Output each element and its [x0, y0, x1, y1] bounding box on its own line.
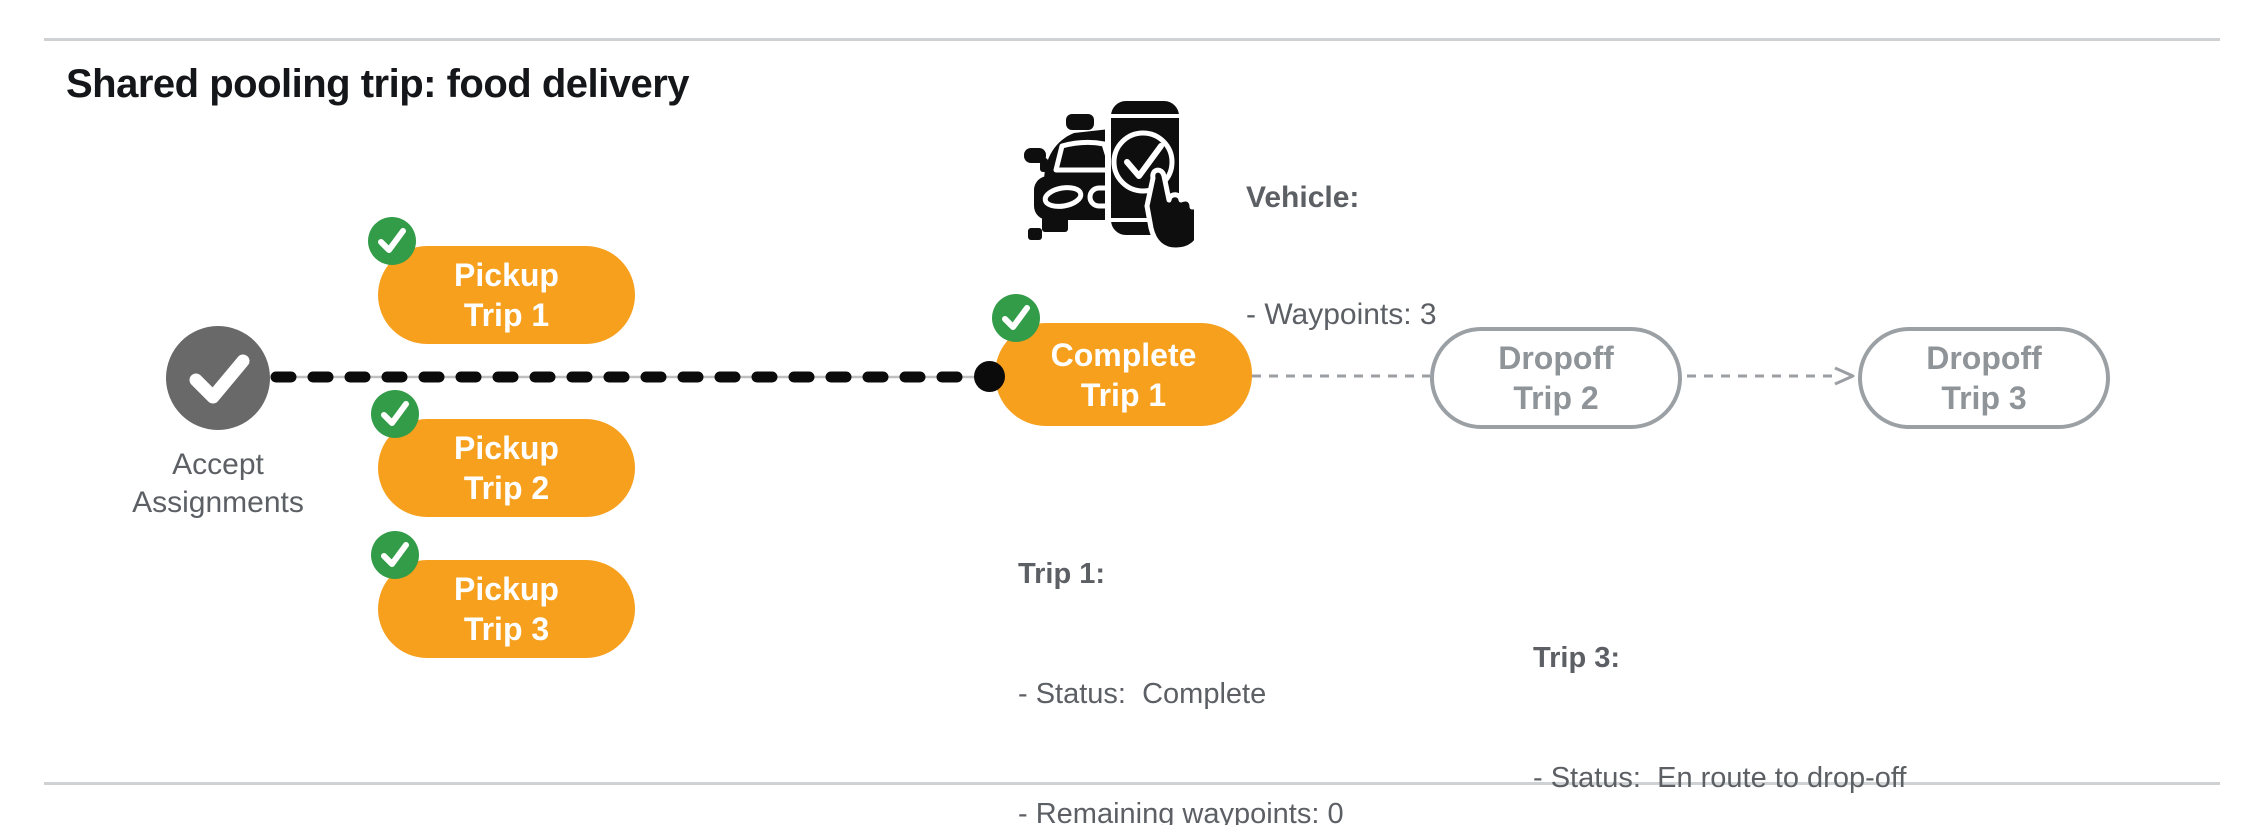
pickup-2-line1: Pickup: [454, 430, 559, 466]
pickup-1-line1: Pickup: [454, 257, 559, 293]
check-badge-icon: [371, 531, 419, 579]
complete-line1: Complete: [1050, 336, 1197, 373]
trip-1-waypoints: - Remaining waypoints: 0: [1018, 798, 1344, 825]
check-badge-icon: [992, 294, 1040, 342]
pickup-trip-3-pill: Pickup Trip 3: [378, 560, 635, 658]
dropoff-2-line2: Trip 2: [1513, 380, 1599, 416]
dropoff-3-line2: Trip 3: [1941, 380, 2027, 416]
dropoff-2-line1: Dropoff: [1498, 340, 1614, 376]
car-phone-check-icon: [1022, 86, 1203, 253]
dropoff-trip-3-pill: Dropoff Trip 3: [1858, 327, 2110, 429]
bottom-divider: [44, 782, 2220, 785]
pickup-1-line2: Trip 1: [463, 297, 550, 333]
vehicle-heading: Vehicle:: [1246, 181, 1360, 214]
pickup-3-line1: Pickup: [454, 571, 559, 607]
trip-1-status: - Status: Complete: [1018, 678, 1267, 710]
trip-1-heading: Trip 1:: [1018, 558, 1106, 590]
check-badge-icon: [368, 217, 416, 265]
dropoff-3-line1: Dropoff: [1926, 340, 2042, 376]
pickup-2-line2: Trip 2: [463, 470, 550, 506]
connector-dropoff2-to-dropoff3: [1687, 366, 1855, 386]
accept-label-line2: Assignments: [132, 486, 304, 519]
assignment-dashed-line: [270, 371, 980, 383]
trip-details-right: Trip 3: - Status: En route to drop-off -…: [1533, 558, 1906, 825]
check-badge-icon: [371, 390, 419, 438]
accept-assignments-node: [166, 326, 270, 430]
check-icon: [166, 324, 270, 433]
arrowhead-icon: [1834, 366, 1855, 386]
pickup-trip-2-pill: Pickup Trip 2: [378, 419, 635, 517]
pickup-3-line2: Trip 3: [463, 611, 550, 647]
complete-trip-1-pill: Complete Trip 1: [995, 323, 1252, 426]
vehicle-info: Vehicle: - Waypoints: 3: [1246, 100, 1437, 412]
trip-details-left: Trip 1: - Status: Complete - Remaining w…: [1018, 474, 1391, 825]
pickup-trip-1-pill: Pickup Trip 1: [378, 246, 635, 344]
connector-complete-to-dropoff2: [1252, 374, 1430, 378]
trip-3-status: - Status: En route to drop-off: [1533, 762, 1907, 794]
top-divider: [44, 38, 2220, 41]
complete-line2: Trip 1: [1080, 376, 1167, 413]
trip-3-heading: Trip 3:: [1533, 642, 1621, 674]
accept-assignments-label: Accept Assignments: [88, 446, 348, 522]
vehicle-waypoints: - Waypoints: 3: [1246, 298, 1437, 331]
page-title: Shared pooling trip: food delivery: [66, 62, 690, 106]
accept-label-line1: Accept: [172, 448, 264, 481]
dropoff-trip-2-pill: Dropoff Trip 2: [1430, 327, 1682, 429]
route-endpoint-dot: [974, 361, 1005, 392]
